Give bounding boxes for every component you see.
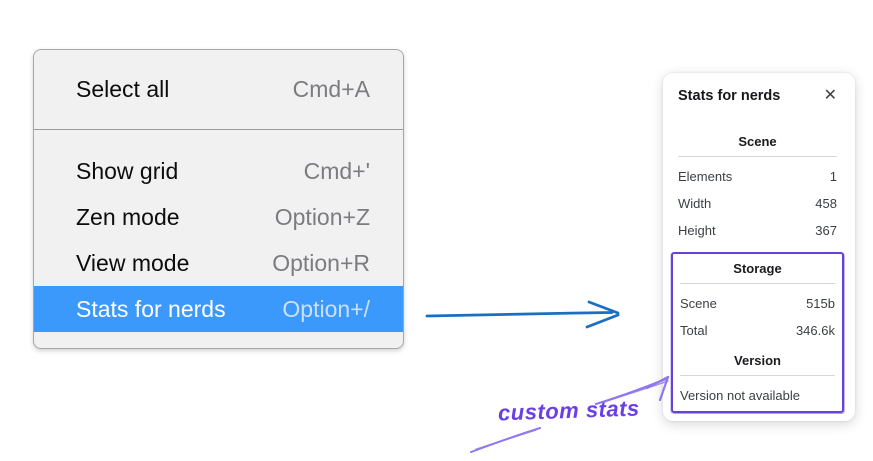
- menu-item-label: Show grid: [76, 157, 179, 184]
- stat-value: 367: [815, 223, 837, 238]
- menu-divider: [34, 129, 403, 130]
- section-heading: Storage: [733, 261, 782, 276]
- menu-item-shortcut: Cmd+': [303, 157, 370, 184]
- section-rule: [680, 283, 835, 284]
- stat-value: 458: [815, 196, 837, 211]
- blue-arrow: [425, 300, 620, 329]
- menu-item-select-all[interactable]: Select all Cmd+A: [34, 67, 403, 113]
- stat-value: 346.6k: [795, 323, 835, 338]
- menu-item-view-mode[interactable]: View mode Option+R: [34, 240, 403, 286]
- section-heading: Scene: [738, 134, 777, 149]
- annotation-label: custom stats: [497, 395, 641, 426]
- stat-label: Elements: [678, 169, 733, 184]
- close-icon[interactable]: ✕: [823, 87, 837, 104]
- stat-value: 515b: [806, 296, 835, 311]
- stat-row: Total 346.6k: [680, 317, 835, 344]
- stat-row: Width 458: [678, 190, 837, 217]
- menu-item-label: Stats for nerds: [76, 295, 226, 322]
- section-rule: [678, 156, 837, 157]
- menu-item-show-grid[interactable]: Show grid Cmd+': [34, 148, 403, 194]
- stat-label: Total: [680, 323, 708, 338]
- menu-item-shortcut: Option+Z: [274, 203, 370, 230]
- stat-value: 1: [829, 169, 837, 184]
- menu-item-shortcut: Option+/: [282, 295, 370, 322]
- panel-header: Stats for nerds ✕: [678, 85, 837, 107]
- section-rule: [680, 375, 835, 376]
- panel-title: Stats for nerds: [678, 88, 781, 104]
- menu-item-shortcut: Option+R: [272, 249, 370, 276]
- menu-item-label: Zen mode: [76, 203, 180, 230]
- stat-row: Height 367: [678, 217, 837, 244]
- menu-item-label: View mode: [76, 249, 190, 276]
- menu-item-label: Select all: [76, 76, 170, 102]
- stat-row: Scene 515b: [680, 290, 835, 317]
- section-heading: Version: [734, 353, 781, 368]
- purple-arrow-to-label: [470, 427, 541, 453]
- menu-item-shortcut: Cmd+A: [292, 76, 370, 102]
- menu-item-stats-for-nerds[interactable]: Stats for nerds Option+/: [34, 286, 403, 332]
- version-note: Version not available: [680, 388, 800, 403]
- stat-label: Width: [678, 196, 712, 211]
- menu-group: Select all Cmd+A: [34, 50, 403, 129]
- menu-item-zen-mode[interactable]: Zen mode Option+Z: [34, 194, 403, 240]
- stat-label: Scene: [680, 296, 717, 311]
- stat-row: Elements 1: [678, 163, 837, 190]
- stat-label: Height: [678, 223, 716, 238]
